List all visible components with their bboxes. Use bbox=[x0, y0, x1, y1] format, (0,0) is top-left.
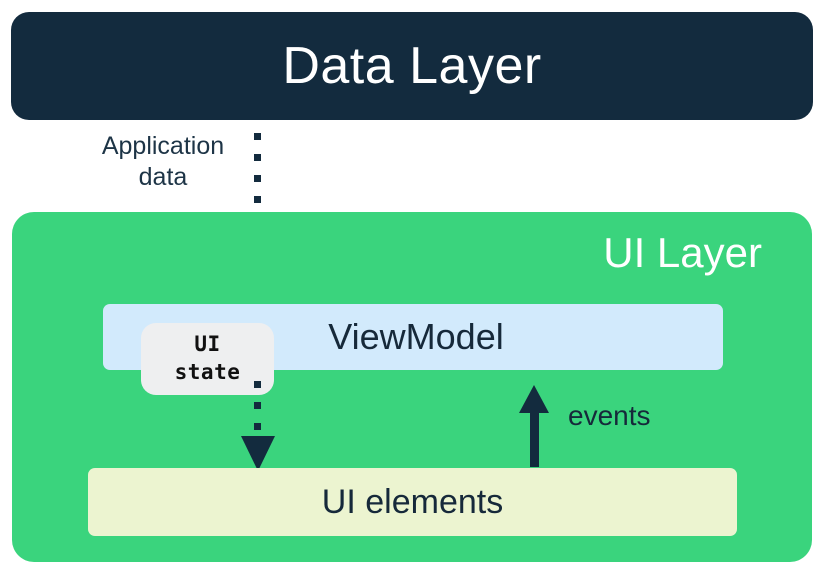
application-data-label-line2: data bbox=[138, 162, 188, 191]
ui-state-badge: UI state bbox=[141, 323, 274, 395]
data-layer-box: Data Layer bbox=[11, 12, 813, 120]
ui-elements-box: UI elements bbox=[88, 468, 737, 536]
application-data-label-line1: Application bbox=[101, 132, 225, 160]
ui-state-badge-line1: UI bbox=[194, 332, 221, 357]
application-data-label: Application data bbox=[52, 131, 274, 192]
events-arrow-up-icon bbox=[519, 385, 549, 467]
ui-elements-label: UI elements bbox=[321, 483, 504, 521]
data-layer-title: Data Layer bbox=[282, 37, 542, 95]
ui-layer-title: UI Layer bbox=[603, 229, 762, 276]
ui-state-badge-line2: state bbox=[174, 360, 241, 384]
events-arrow-shaft bbox=[530, 407, 539, 467]
dotted-connector-viewmodel-to-ui-elements bbox=[254, 381, 261, 439]
arrowhead-down-to-ui-elements bbox=[241, 436, 275, 471]
events-label: events bbox=[568, 400, 651, 431]
dotted-connector-data-to-viewmodel bbox=[254, 133, 261, 270]
viewmodel-label: ViewModel bbox=[328, 316, 504, 357]
